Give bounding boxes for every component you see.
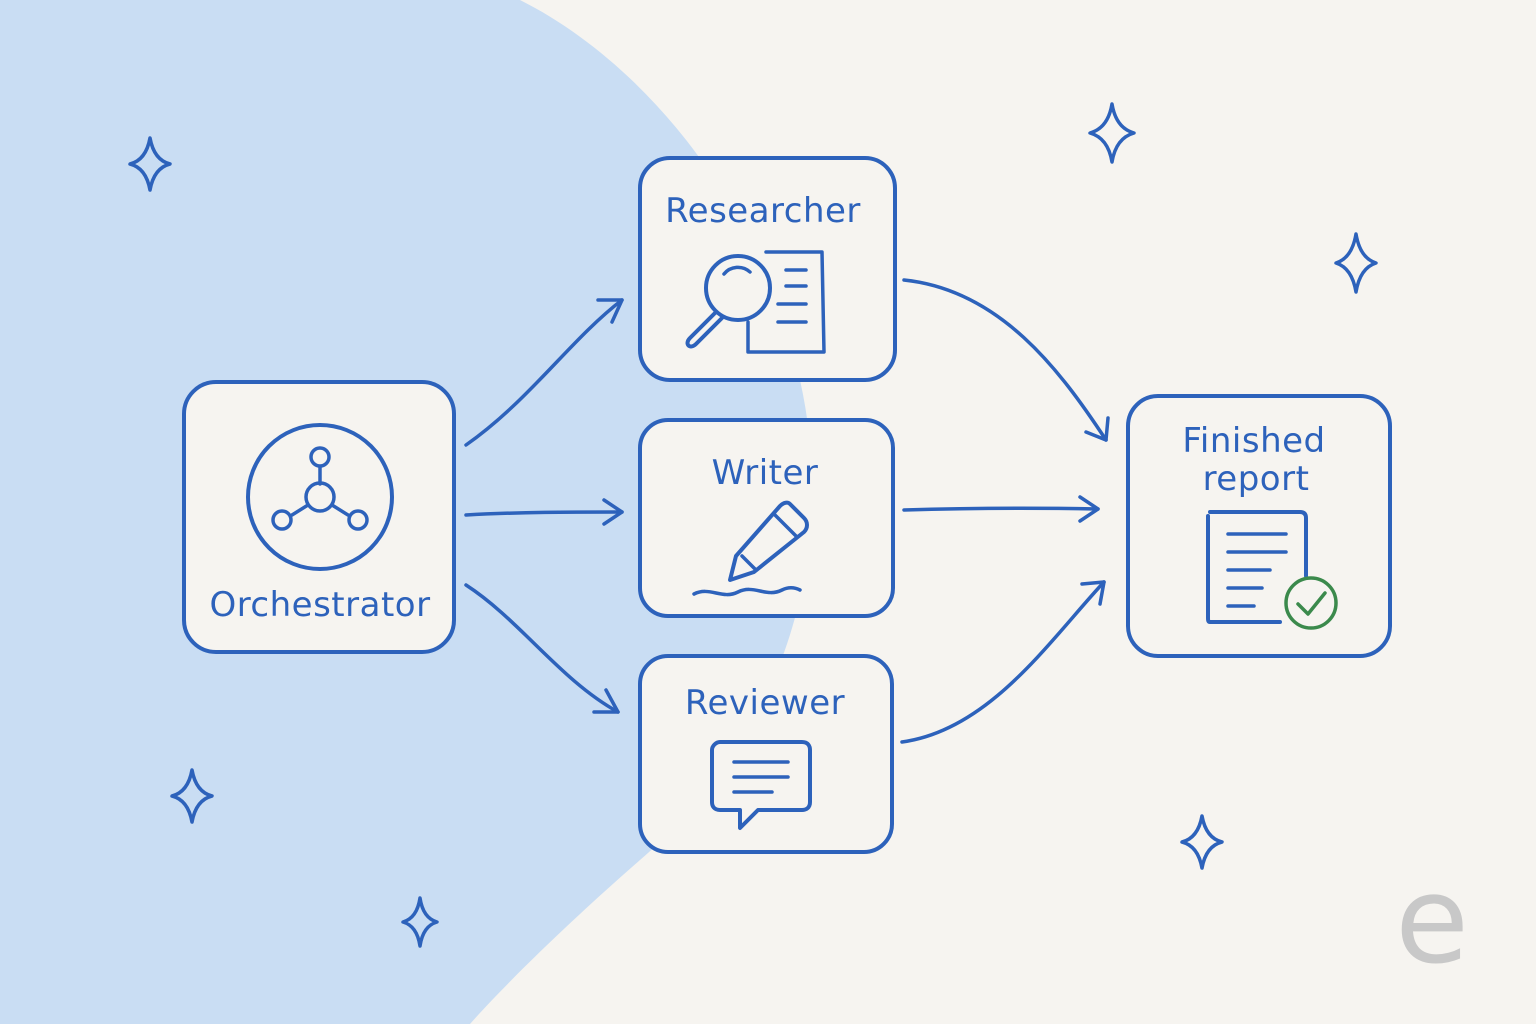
sparkle-icon [170, 768, 214, 824]
node-label-writer: Writer [712, 453, 819, 493]
check-circle-icon [1284, 576, 1338, 630]
sparkle-icon [1088, 102, 1136, 164]
sparkle-icon [1180, 814, 1224, 870]
edges [464, 278, 1110, 744]
node-label-reviewer: Reviewer [685, 683, 845, 723]
node-researcher: Researcher [638, 156, 897, 382]
sparkles [128, 102, 1378, 948]
network-hub-icon [246, 423, 394, 571]
arrow-orchestrator-researcher [464, 298, 624, 447]
node-label-report-line1: Finished [1182, 421, 1325, 461]
watermark-logo: e [1395, 852, 1469, 991]
arrow-orchestrator-reviewer [464, 583, 620, 714]
arrow-orchestrator-writer [464, 498, 624, 526]
arrow-researcher-report [902, 278, 1110, 442]
node-label-report-line2: report [1203, 459, 1310, 499]
arrow-writer-report [902, 495, 1100, 523]
document-check-icon [1206, 510, 1338, 630]
pencil-icon [692, 500, 809, 597]
magnifier-document-icon [685, 250, 826, 354]
node-writer: Writer [638, 418, 895, 618]
arrow-reviewer-report [900, 580, 1106, 744]
sparkle-icon [128, 136, 172, 192]
node-label-orchestrator: Orchestrator [209, 585, 430, 625]
node-label-researcher: Researcher [665, 191, 861, 231]
node-orchestrator: Orchestrator [182, 380, 456, 654]
node-report: Finished report [1126, 394, 1392, 658]
sparkle-icon [401, 896, 439, 948]
node-reviewer: Reviewer [638, 654, 894, 854]
speech-bubble-icon [710, 740, 812, 830]
sparkle-icon [1334, 232, 1378, 294]
checkmark-icon [1296, 591, 1327, 616]
